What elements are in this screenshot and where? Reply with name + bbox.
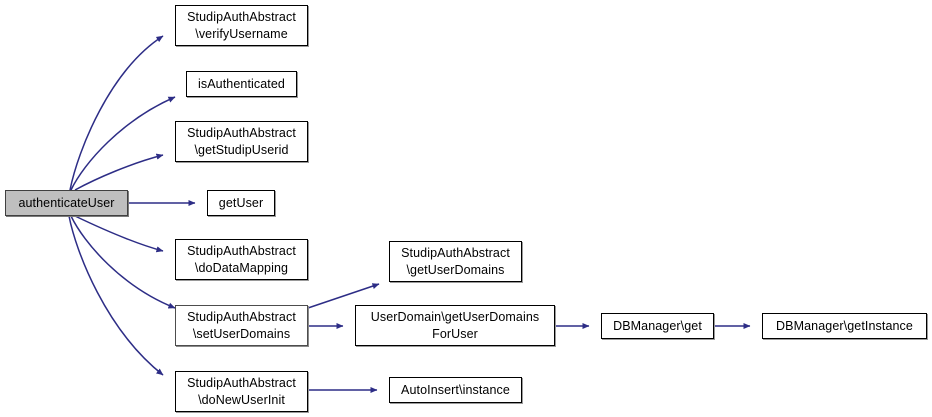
graph-node-getUser[interactable]: getUser — [207, 190, 275, 216]
call-edge-authenticateUser-to-isAuthenticated — [70, 96, 176, 191]
graph-node-authenticateUser[interactable]: authenticateUser — [5, 190, 128, 216]
graph-node-label: StudipAuthAbstract \doDataMapping — [187, 244, 296, 275]
graph-node-label: AutoInsert\instance — [401, 382, 510, 397]
graph-node-setUserDomains[interactable]: StudipAuthAbstract \setUserDomains — [175, 305, 308, 346]
graph-node-label: StudipAuthAbstract \setUserDomains — [187, 310, 296, 341]
graph-node-getUserDomainsForUser[interactable]: UserDomain\getUserDomains ForUser — [355, 305, 555, 346]
call-edge-authenticateUser-to-verifyUsername — [69, 35, 164, 191]
graph-node-getUserDomains[interactable]: StudipAuthAbstract \getUserDomains — [389, 241, 522, 282]
graph-node-getStudipUserid[interactable]: StudipAuthAbstract \getStudipUserid — [175, 121, 308, 162]
call-edge-authenticateUser-to-doDataMapping — [74, 215, 164, 253]
graph-node-label: UserDomain\getUserDomains ForUser — [370, 310, 540, 341]
graph-node-label: StudipAuthAbstract \verifyUsername — [187, 10, 296, 41]
call-edge-authenticateUser-to-getStudipUserid — [74, 153, 164, 191]
graph-node-label: DBManager\get — [613, 318, 702, 333]
graph-node-label: StudipAuthAbstract \doNewUserInit — [187, 376, 296, 407]
graph-node-label: isAuthenticated — [198, 76, 285, 91]
graph-node-autoInsertInstance[interactable]: AutoInsert\instance — [389, 377, 522, 403]
call-edge-authenticateUser-to-doNewUserInit — [68, 215, 164, 376]
call-edge-setUserDomains-to-getUserDomains — [307, 283, 380, 309]
graph-node-label: StudipAuthAbstract \getStudipUserid — [187, 126, 296, 157]
graph-node-doDataMapping[interactable]: StudipAuthAbstract \doDataMapping — [175, 239, 308, 280]
call-edge-authenticateUser-to-setUserDomains — [70, 215, 176, 309]
graph-node-label: DBManager\getInstance — [776, 318, 913, 333]
graph-node-dbManagerGetInstance[interactable]: DBManager\getInstance — [762, 313, 927, 339]
graph-node-label: StudipAuthAbstract \getUserDomains — [401, 246, 510, 277]
graph-node-doNewUserInit[interactable]: StudipAuthAbstract \doNewUserInit — [175, 371, 308, 412]
graph-node-label: getUser — [218, 195, 264, 210]
graph-node-label: authenticateUser — [18, 195, 115, 210]
graph-node-isAuthenticated[interactable]: isAuthenticated — [186, 71, 297, 97]
graph-node-verifyUsername[interactable]: StudipAuthAbstract \verifyUsername — [175, 5, 308, 46]
graph-node-dbManagerGet[interactable]: DBManager\get — [601, 313, 714, 339]
